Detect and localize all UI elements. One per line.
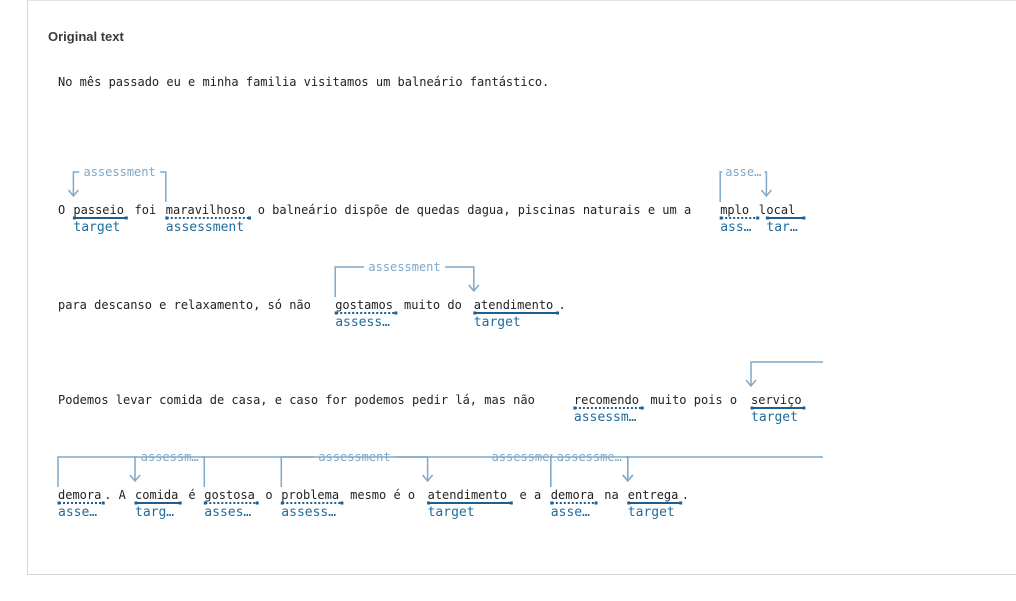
annotated-line-2: para descanso e relaxamento, só não gost…	[58, 258, 958, 398]
section-title: Original text	[48, 29, 124, 44]
plain-sentence: No mês passado eu e minha familia visita…	[58, 75, 550, 89]
span-label[interactable]: tar…	[766, 220, 798, 235]
span-label[interactable]: assessment	[165, 220, 245, 235]
annotated-token-target[interactable]: serviço	[751, 393, 802, 407]
annotated-token-assessment[interactable]: problema	[281, 488, 340, 502]
annotated-token-assessment[interactable]: gostamos	[335, 298, 393, 312]
relation-arcs: assessment	[334, 258, 559, 315]
span-label[interactable]: asse…	[58, 505, 98, 520]
text-segment: .	[558, 298, 566, 312]
text-segment: foi	[127, 203, 164, 217]
annotated-token-assessment[interactable]: demora	[550, 488, 595, 502]
annotated-token-target[interactable]: atendimento	[473, 298, 554, 312]
annotated-token-target[interactable]: entrega	[627, 488, 679, 502]
span-label[interactable]: asse…	[550, 505, 590, 520]
text-segment: para descanso e relaxamento, só não	[58, 298, 319, 312]
annotated-token-target[interactable]: ocal	[766, 203, 796, 217]
annotated-line-1: O passeio foi maravilhoso o balneário di…	[58, 163, 958, 303]
text-segment: Podemos levar comida de casa, e caso for…	[58, 393, 543, 407]
text-segment: .	[681, 488, 689, 502]
annotated-token-target[interactable]: passeio	[73, 203, 124, 217]
annotated-token-assessment[interactable]: recomendo	[573, 393, 639, 407]
annotated-token-assessment[interactable]: maravilhoso	[165, 203, 246, 217]
text-segment: . A	[104, 488, 134, 502]
text-segment: o	[258, 488, 280, 502]
span-label[interactable]: asses…	[204, 505, 252, 520]
text-segment: l	[758, 203, 766, 217]
text-segment: é	[181, 488, 203, 502]
span-label[interactable]: ass…	[720, 220, 752, 235]
annotated-line-3: Podemos levar comida de casa, e caso for…	[58, 361, 958, 493]
span-label[interactable]: target	[473, 315, 521, 330]
span-label[interactable]: targ…	[135, 505, 175, 520]
text-segment: muito do	[396, 298, 470, 312]
annotated-token-target[interactable]: atendimento	[427, 488, 508, 502]
text-segment: mesmo é o	[342, 488, 423, 502]
relation-arcs	[573, 361, 823, 410]
span-label[interactable]: target	[427, 505, 475, 520]
text-segment: muito pois o	[643, 393, 745, 407]
text-segment: O	[58, 203, 73, 217]
annotated-token-assessment[interactable]: mplo	[720, 203, 757, 217]
span-label[interactable]: assess…	[281, 505, 337, 520]
underline-cap	[802, 216, 806, 220]
annotated-line-4: demora. A comida é gostosa o problema me…	[57, 448, 958, 588]
span-label[interactable]: assessm…	[573, 410, 637, 425]
annotated-token-target[interactable]: comida	[135, 488, 179, 502]
span-label[interactable]: assess…	[335, 315, 390, 330]
text-segment: e a	[512, 488, 549, 502]
text-segment: o balneário dispõe de quedas dagua, pisc…	[250, 203, 692, 217]
annotated-token-assessment[interactable]: gostosa	[204, 488, 255, 502]
span-label[interactable]: target	[751, 410, 798, 425]
annotated-token-assessment[interactable]: demora	[58, 488, 102, 502]
text-segment: na	[597, 488, 626, 502]
underline-cap	[802, 406, 806, 410]
span-label[interactable]: target	[73, 220, 121, 235]
span-label[interactable]: target	[627, 505, 675, 520]
